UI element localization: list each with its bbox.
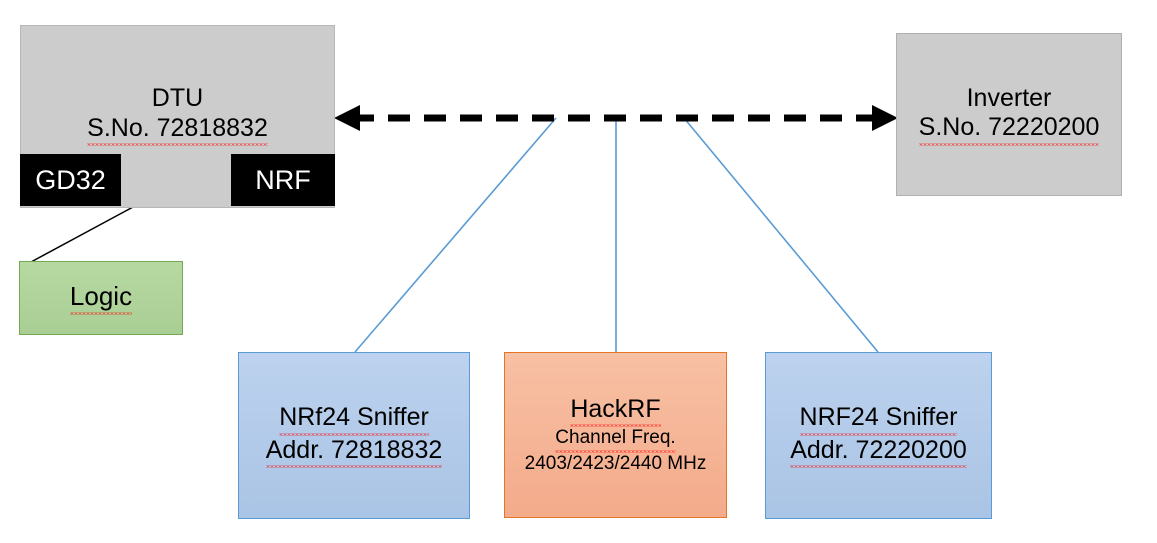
rf-link-dashed-arrow [334, 105, 898, 131]
rf-link-arrowhead-right [872, 105, 898, 131]
sniffer-left-line1: NRf24 Sniffer [279, 403, 429, 436]
sniffer-right-line2: Addr. 72220200 [790, 435, 967, 469]
dtu-serial: S.No. 72818832 [87, 113, 268, 147]
node-nrf[interactable]: NRF [231, 154, 335, 206]
sniffer-left-line2: Addr. 72818832 [265, 435, 443, 469]
nrf-label: NRF [255, 164, 311, 195]
tap-line-sniffer-right [683, 117, 879, 353]
gd32-label: GD32 [35, 164, 106, 195]
node-logic[interactable]: Logic [19, 261, 183, 335]
node-hackrf[interactable]: HackRF Channel Freq. 2403/2423/2440 MHz [504, 352, 727, 518]
node-inverter[interactable]: Inverter S.No. 72220200 [896, 33, 1122, 196]
inverter-serial: S.No. 72220200 [918, 113, 1100, 146]
dtu-title: DTU [151, 84, 204, 112]
node-gd32[interactable]: GD32 [20, 154, 121, 206]
node-sniffer-right[interactable]: NRF24 Sniffer Addr. 72220200 [765, 352, 992, 519]
sniffer-right-line1: NRF24 Sniffer [799, 403, 958, 436]
hackrf-channel-freqs: 2403/2423/2440 MHz [524, 452, 707, 474]
rf-link-arrowhead-left [334, 105, 360, 131]
inverter-title: Inverter [966, 83, 1052, 112]
hackrf-title: HackRF [570, 394, 661, 428]
logic-label: Logic [69, 281, 133, 315]
tap-line-sniffer-left [354, 117, 557, 353]
node-sniffer-left[interactable]: NRf24 Sniffer Addr. 72818832 [238, 352, 470, 519]
hackrf-channel-label: Channel Freq. [555, 427, 676, 452]
